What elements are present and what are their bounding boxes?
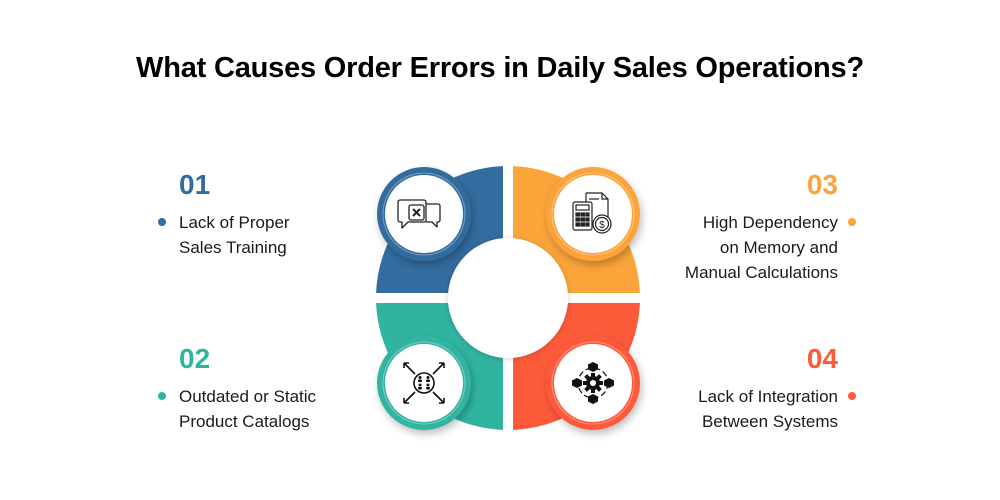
bullet-dot (158, 218, 166, 226)
description-line: Lack of Integration (698, 387, 838, 406)
item-number: 01 (179, 169, 211, 200)
bullet-dot (848, 392, 856, 400)
item-description: Outdated or Static Product Catalogs (158, 384, 379, 434)
icon-badge-02 (377, 336, 471, 430)
cause-item-04: 04 Lack of Integration Between Systems (638, 343, 856, 434)
gear-network-icon (572, 362, 614, 404)
cause-item-02: 02 Outdated or Static Product Catalogs (158, 343, 379, 434)
bullet-dot (158, 392, 166, 400)
item-description: High Dependency on Memory and Manual Cal… (638, 210, 856, 285)
description-line: Product Catalogs (179, 412, 310, 431)
description-line: Between Systems (701, 412, 838, 431)
description-line: on Memory and (719, 238, 838, 257)
cause-item-03: 03 High Dependency on Memory and Manual … (638, 169, 856, 285)
svg-text:$: $ (599, 220, 605, 231)
description-line: Lack of Proper (179, 213, 290, 232)
icon-badge-04 (546, 336, 640, 430)
bullet-dot (848, 218, 856, 226)
expand-team-icon (403, 362, 445, 404)
chat-cancel-icon (397, 199, 441, 229)
item-number: 02 (179, 343, 211, 374)
center-circle (448, 238, 568, 358)
icon-badge-01 (377, 167, 471, 261)
item-number: 03 (806, 169, 838, 200)
description-line: High Dependency (702, 213, 838, 232)
description-line: Sales Training (179, 238, 287, 257)
description-line: Outdated or Static (179, 387, 317, 406)
cause-item-01: 01 Lack of Proper Sales Training (158, 169, 379, 260)
description-line: Manual Calculations (684, 263, 838, 282)
page-title: What Causes Order Errors in Daily Sales … (136, 52, 864, 84)
item-description: Lack of Integration Between Systems (638, 384, 856, 434)
item-description: Lack of Proper Sales Training (158, 210, 379, 260)
item-number: 04 (806, 343, 838, 374)
icon-badge-03: $ (546, 167, 640, 261)
calculator-invoice-icon: $ (572, 192, 612, 234)
